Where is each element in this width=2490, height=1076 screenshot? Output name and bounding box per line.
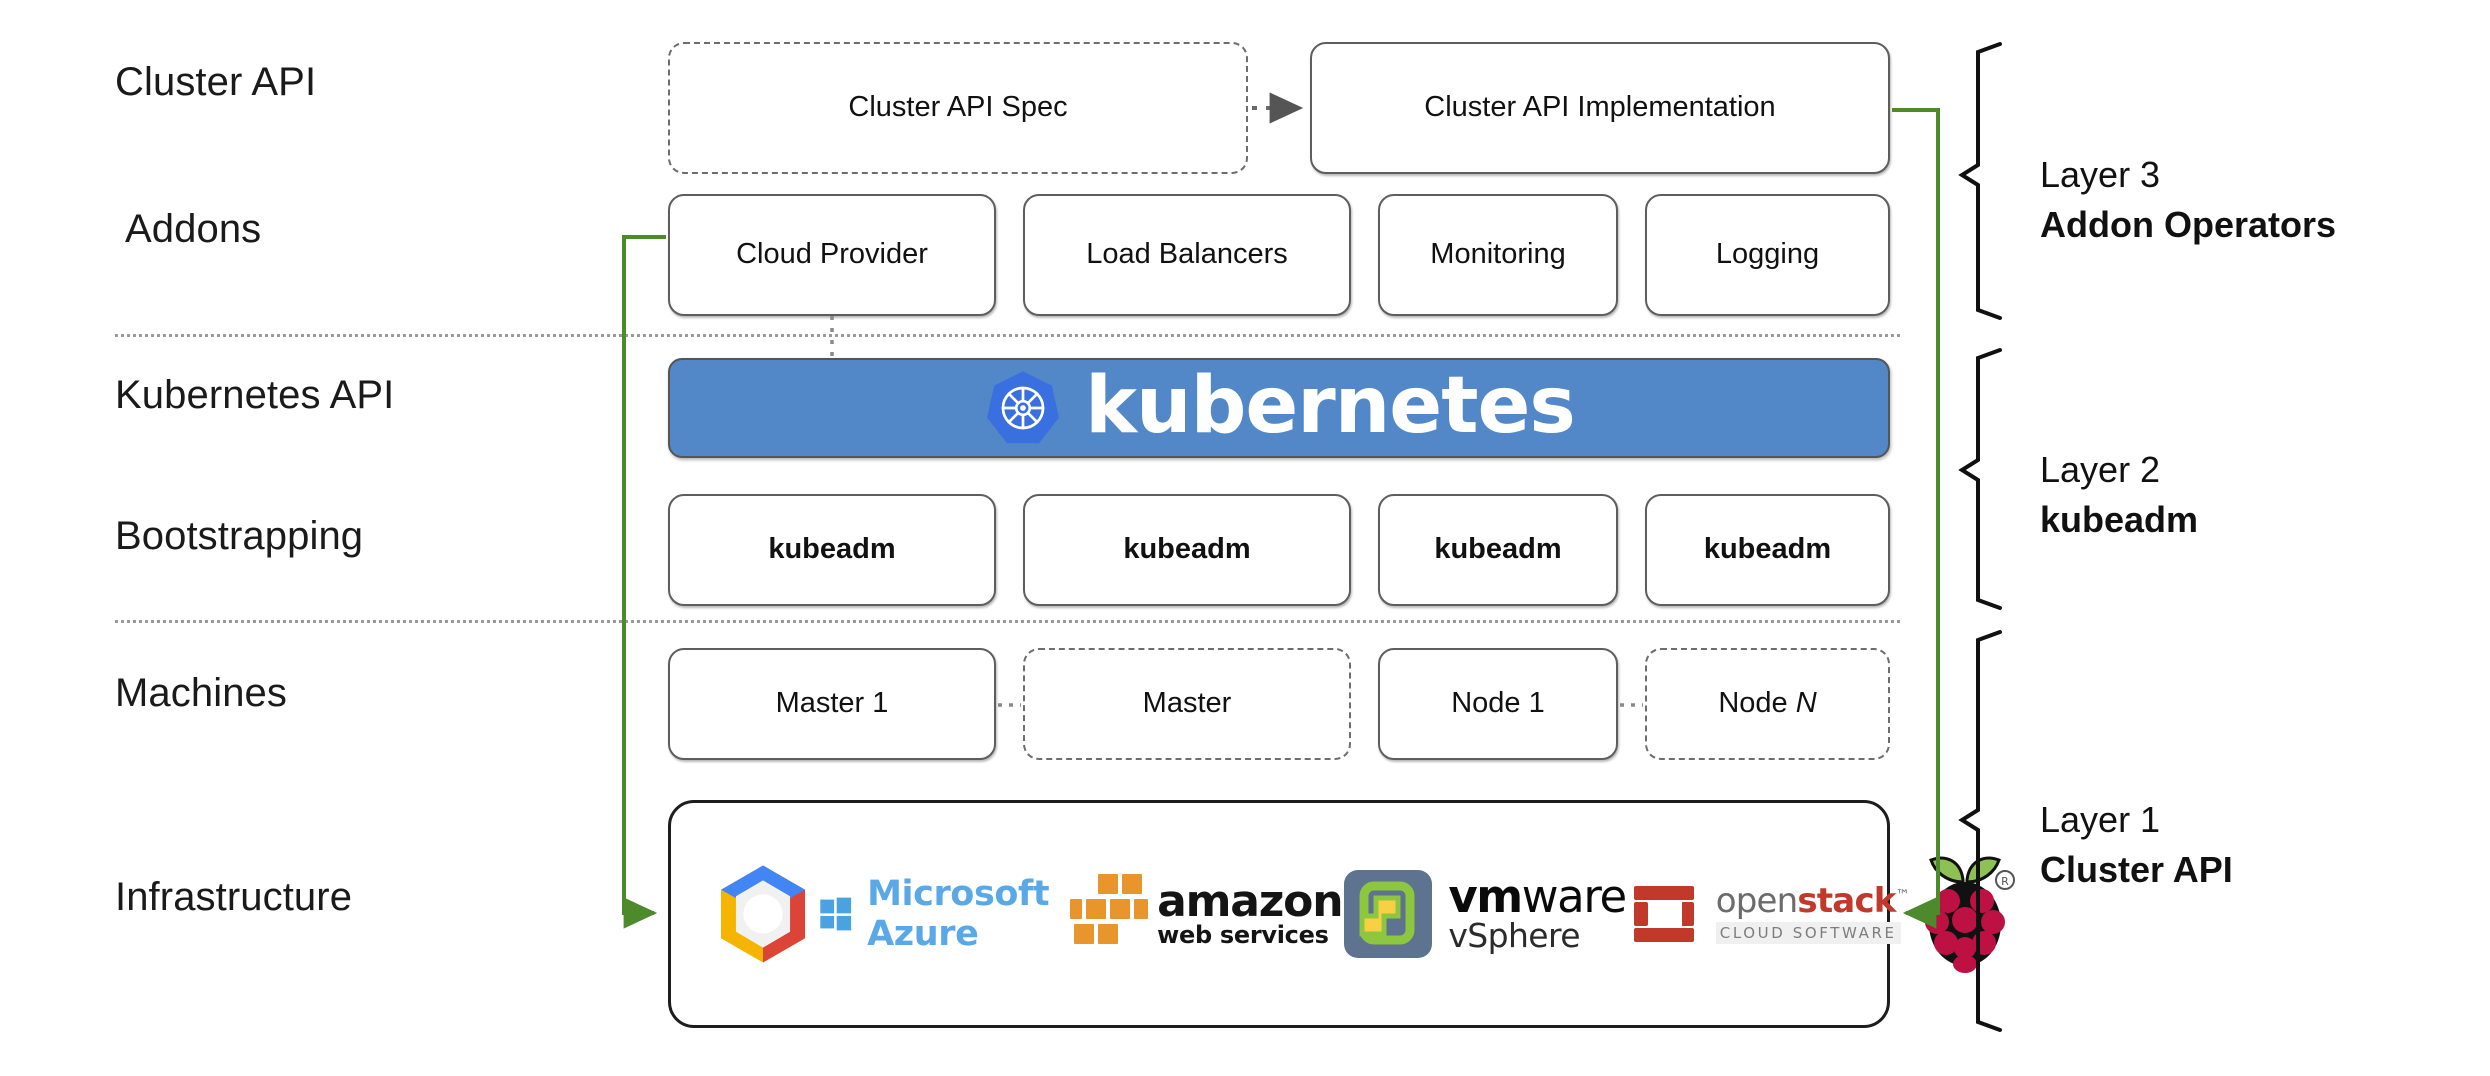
layer-name: Cluster API [2040,848,2233,890]
infrastructure-container: Microsoft Azure amazon web services [668,800,2015,1028]
node-label: Master [1142,687,1232,720]
node-label: Cloud Provider [736,238,928,271]
node-label: Master 1 [775,687,889,720]
separator-layer3-layer2 [115,334,1900,337]
node-node-n[interactable]: Node N [1645,648,1890,760]
layer-number: Layer 1 [2040,799,2161,840]
kubernetes-banner[interactable]: kubernetes [668,358,1890,458]
node-logging[interactable]: Logging [1645,194,1890,316]
row-label-machines: Machines [115,671,287,715]
row-label-bootstrapping: Bootstrapping [115,514,364,558]
node-kubeadm-2[interactable]: kubeadm [1023,494,1351,606]
raspberry-pi-logo: R [1909,852,2021,976]
row-label-kubernetes-api: Kubernetes API [115,373,395,417]
row-label-addons: Addons [125,207,262,251]
layer-number: Layer 3 [2040,154,2161,195]
layer-label-1: Layer 1 Cluster API [2040,795,2233,894]
node-cloud-provider[interactable]: Cloud Provider [668,194,996,316]
node-label: Cluster API Spec [848,91,1068,124]
azure-wordmark: Microsoft Azure [867,874,1050,954]
brace-layer-2 [1958,348,2002,610]
row-label-infrastructure: Infrastructure [115,875,353,919]
layer-name: Addon Operators [2040,203,2337,245]
svg-text:R: R [2001,875,2009,888]
layer-label-2: Layer 2 kubeadm [2040,445,2198,544]
openstack-logo: openstack™ CLOUD SOFTWARE [1626,878,1910,950]
vsphere-wordmark: vSphere [1448,915,1580,955]
node-kubeadm-3[interactable]: kubeadm [1378,494,1618,606]
node-cluster-api-spec[interactable]: Cluster API Spec [668,42,1248,174]
node-label: Cluster API Implementation [1424,91,1776,124]
kubernetes-wordmark: kubernetes [1085,361,1576,451]
node-cluster-api-implementation[interactable]: Cluster API Implementation [1310,42,1890,174]
node-label: Monitoring [1430,238,1566,271]
node-master-1[interactable]: Master 1 [668,648,996,760]
node-kubeadm-4[interactable]: kubeadm [1645,494,1890,606]
separator-layer2-layer1 [115,620,1900,623]
node-monitoring[interactable]: Monitoring [1378,194,1618,316]
node-kubeadm-1[interactable]: kubeadm [668,494,996,606]
google-cloud-platform-icon [707,858,819,970]
node-label: Node 1 [1451,687,1545,720]
arrow-implementation-to-infrastructure [1892,108,1940,929]
node-load-balancers[interactable]: Load Balancers [1023,194,1351,316]
amazon-sub-wordmark: web services [1157,920,1329,949]
node-label: Logging [1715,238,1820,271]
amazon-wordmark: amazon [1157,876,1343,928]
layer-name: kubeadm [2040,498,2199,540]
brace-layer-3 [1958,42,2002,320]
node-master-n[interactable]: Master [1023,648,1351,760]
openstack-sub-wordmark: CLOUD SOFTWARE [1715,922,1901,944]
row-label-cluster-api: Cluster API [115,60,317,104]
arrow-cloud-provider-to-infrastructure [622,235,666,929]
node-node-1[interactable]: Node 1 [1378,648,1618,760]
openstack-wordmark: openstack™ [1715,881,1910,921]
layer-number: Layer 2 [2040,449,2161,490]
kubernetes-logo-icon [983,368,1063,448]
microsoft-azure-logo: Microsoft Azure [819,874,1067,954]
node-label: Node N [1718,687,1817,720]
layer-label-3: Layer 3 Addon Operators [2040,150,2336,249]
node-label: kubeadm [1123,533,1251,566]
node-label: Load Balancers [1086,238,1288,271]
vmware-vsphere-logo: vmware vSphere [1342,868,1627,960]
node-label: kubeadm [1434,533,1562,566]
amazon-web-services-logo: amazon web services [1067,871,1344,957]
node-label: kubeadm [768,533,896,566]
node-label: kubeadm [1703,533,1832,566]
vmware-wordmark: vmware [1448,870,1627,924]
